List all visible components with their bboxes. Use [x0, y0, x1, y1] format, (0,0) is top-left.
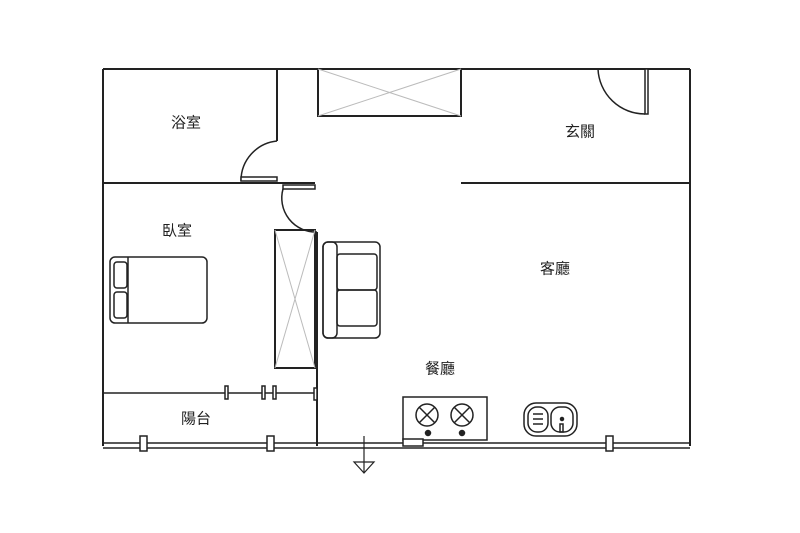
balcony-sliding-door	[224, 385, 318, 401]
room-label-living-room: 客廳	[539, 259, 571, 278]
room-label-entrance: 玄關	[564, 122, 596, 141]
entrance-arrow-icon	[352, 436, 376, 474]
wardrobe	[274, 229, 316, 369]
bed	[109, 256, 208, 324]
room-label-bedroom: 臥室	[161, 221, 193, 240]
window-posts	[139, 435, 614, 452]
sofa	[322, 241, 381, 339]
interior-walls	[103, 69, 690, 446]
shoe-cabinet	[317, 68, 462, 117]
stove	[402, 396, 488, 447]
entrance-door	[597, 68, 649, 115]
sink	[523, 402, 578, 437]
room-label-balcony: 陽台	[180, 409, 212, 428]
bathroom-door	[240, 140, 278, 182]
bedroom-door	[281, 184, 318, 233]
room-label-bathroom: 浴室	[170, 113, 202, 132]
room-label-dining-room: 餐廳	[424, 359, 456, 378]
